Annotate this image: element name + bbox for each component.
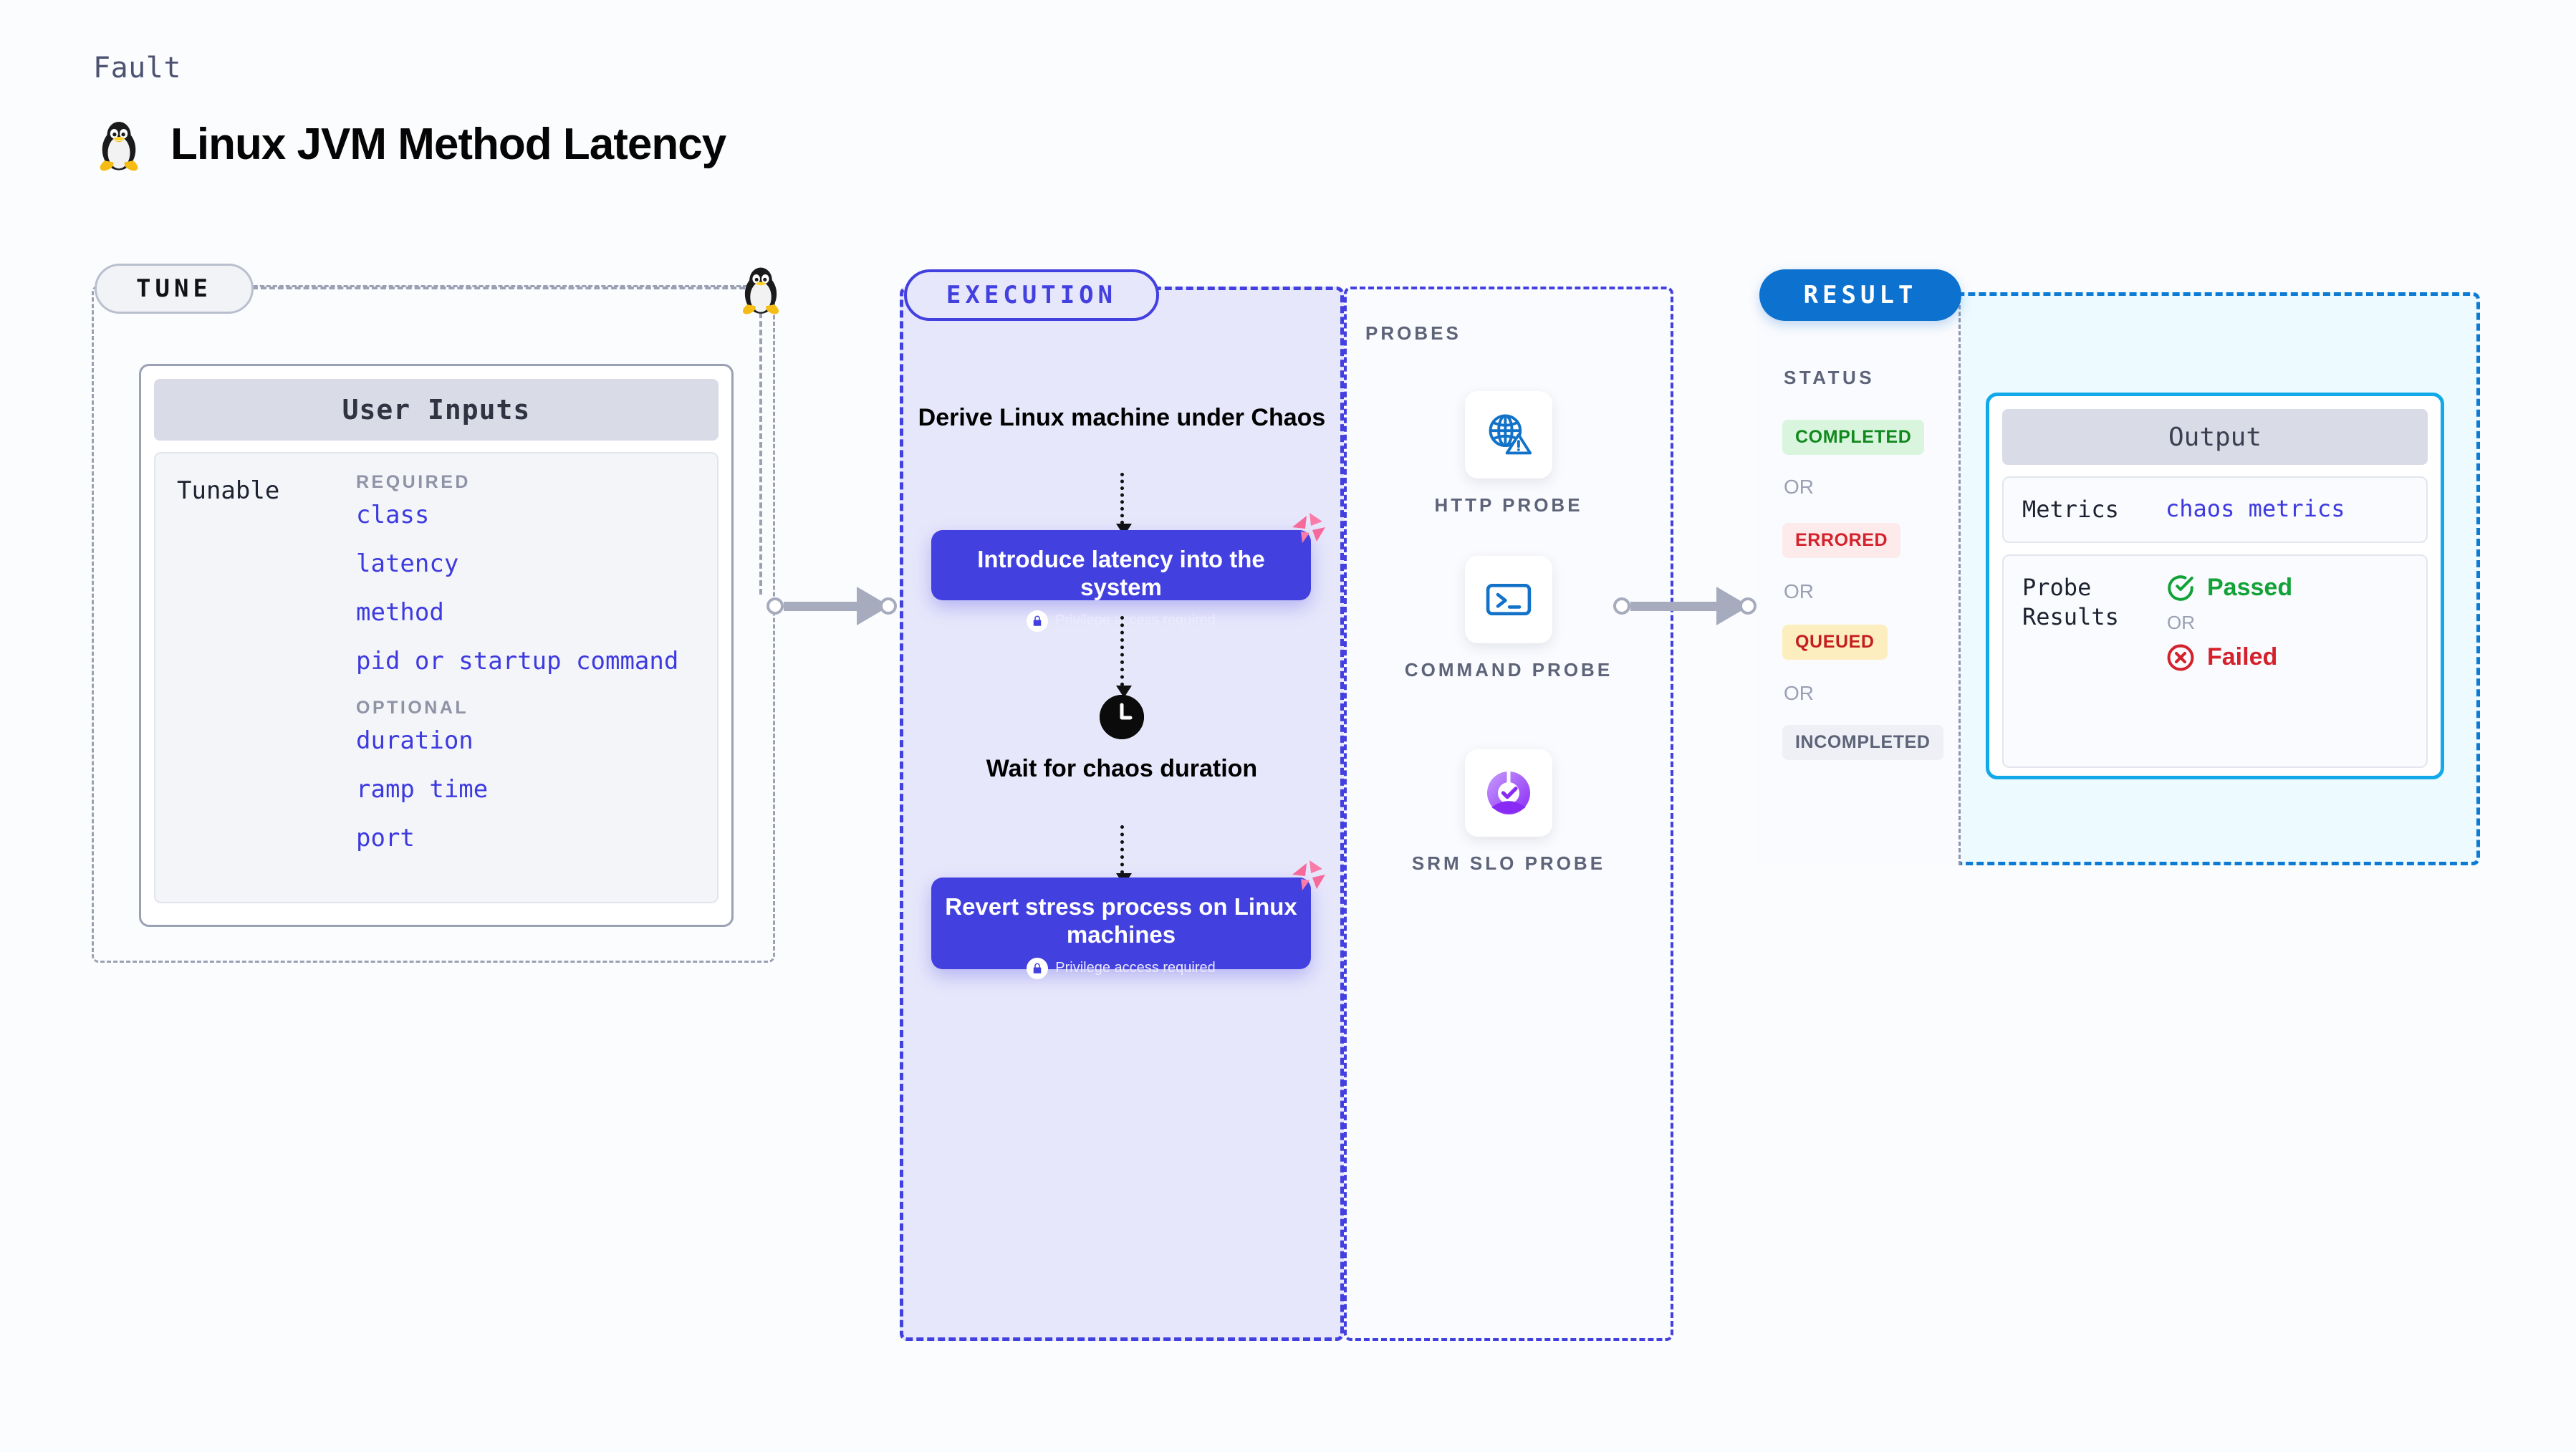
terminal-prompt-icon (1465, 556, 1552, 643)
param-class[interactable]: class (356, 501, 430, 529)
tune-pill[interactable]: TUNE (95, 264, 254, 314)
arrow-intro-to-step1 (1116, 473, 1132, 536)
status-section-label: STATUS (1784, 367, 1875, 388)
output-probe-results-key: Probe Results (2022, 573, 2119, 630)
tunable-body: Tunable REQUIRED class latency method pi… (154, 452, 719, 903)
result-pill[interactable]: RESULT (1759, 269, 1961, 321)
probe-srm-slo-label: SRM SLO PROBE (1411, 852, 1606, 874)
check-circle-icon (2168, 575, 2193, 601)
execution-pill[interactable]: EXECUTION (904, 269, 1159, 321)
probe-result-passed: Passed (2166, 573, 2292, 603)
tux-penguin-icon (742, 267, 779, 314)
lock-icon (1027, 610, 1049, 632)
param-method[interactable]: method (356, 598, 444, 627)
tune-connector-horizontal (252, 287, 754, 289)
execution-panel (900, 287, 1344, 1341)
step-introduce-latency-privilege: Privilege access required (944, 610, 1298, 632)
wait-for-chaos-label: Wait for chaos duration (986, 755, 1258, 782)
probe-command-label: COMMAND PROBE (1404, 659, 1613, 681)
step-introduce-latency-title: Introduce latency into the system (977, 546, 1265, 600)
param-duration[interactable]: duration (356, 726, 474, 755)
connector-bar (1630, 601, 1718, 611)
step-introduce-latency[interactable]: Introduce latency into the system Privil… (931, 513, 1325, 632)
x-circle-icon (2167, 644, 2194, 671)
probe-result-passed-label: Passed (2207, 574, 2293, 602)
page-title-text: Linux JVM Method Latency (170, 119, 726, 169)
status-badge-queued: QUEUED (1782, 625, 1888, 660)
probe-srm-slo[interactable]: SRM SLO PROBE (1344, 749, 1673, 876)
step-revert-stress-privilege: Privilege access required (944, 957, 1298, 979)
arrow-wait-to-step2 (1116, 825, 1132, 885)
connector-start-dot (766, 597, 784, 615)
param-ramp-time[interactable]: ramp time (356, 775, 489, 804)
step-revert-stress-title: Revert stress process on Linux machines (945, 893, 1297, 948)
connector-probes-to-result (1613, 587, 1771, 625)
execution-panel-border (900, 287, 1344, 1341)
required-group-label: REQUIRED (356, 472, 471, 492)
slo-gauge-check-icon (1465, 749, 1552, 837)
output-probe-results-row: Probe Results Passed OR Faile (2002, 554, 2428, 768)
clock-icon (1100, 695, 1144, 739)
probe-http-label: HTTP PROBE (1434, 494, 1583, 516)
step-revert-stress[interactable]: Revert stress process on Linux machines … (931, 860, 1325, 979)
tune-panel (92, 285, 775, 963)
connector-end-dot (880, 597, 897, 615)
param-port[interactable]: port (356, 824, 415, 852)
param-pid-or-startup-command[interactable]: pid or startup command (356, 647, 679, 675)
status-badge-completed: COMPLETED (1782, 420, 1925, 455)
user-inputs-card: User Inputs Tunable REQUIRED class laten… (139, 364, 734, 927)
status-or-2: OR (1784, 580, 1814, 602)
fault-kicker: Fault (93, 52, 181, 85)
output-metrics-key: Metrics (2022, 496, 2119, 523)
connector-bar (784, 601, 858, 611)
step-introduce-latency-privilege-text: Privilege access required (1055, 612, 1216, 629)
probe-command[interactable]: COMMAND PROBE (1344, 556, 1673, 683)
status-badge-errored: ERRORED (1782, 523, 1901, 558)
derive-machine-label: Derive Linux machine under Chaos (918, 404, 1326, 431)
arrow-step1-to-wait (1116, 616, 1132, 698)
step-revert-stress-privilege-text: Privilege access required (1055, 960, 1216, 976)
status-badge-incompleted: INCOMPLETED (1782, 725, 1943, 760)
result-status-column (1756, 292, 1961, 865)
execution-flow: Derive Linux machine under Chaos Introdu… (900, 287, 1344, 1341)
lock-icon (1027, 957, 1049, 979)
output-metrics-row: Metrics chaos metrics (2002, 476, 2428, 543)
status-or-1: OR (1784, 476, 1814, 498)
connector-end-dot (1739, 597, 1756, 615)
globe-warning-icon (1465, 391, 1552, 479)
output-card: Output Metrics chaos metrics Probe Resul… (1986, 393, 2444, 779)
status-or-3: OR (1784, 682, 1814, 704)
tune-connector-vertical (759, 287, 762, 595)
connector-tune-to-execution (766, 587, 907, 625)
output-title: Output (2002, 409, 2428, 465)
tunable-label: Tunable (177, 476, 280, 505)
user-inputs-title: User Inputs (154, 379, 719, 441)
litmus-chaos-badge-icon (1292, 513, 1325, 543)
tux-penguin-icon (100, 121, 138, 171)
optional-group-label: OPTIONAL (356, 698, 469, 718)
probe-http[interactable]: HTTP PROBE (1344, 391, 1673, 518)
probe-result-or: OR (2167, 611, 2195, 633)
page-title: Linux JVM Method Latency (93, 115, 726, 173)
probe-result-failed: Failed (2166, 643, 2292, 673)
probe-result-failed-label: Failed (2207, 643, 2278, 671)
litmus-chaos-badge-icon (1292, 860, 1325, 890)
tune-panel-border (92, 285, 775, 963)
tunable-params: REQUIRED class latency method pid or sta… (356, 472, 696, 850)
connector-start-dot (1613, 597, 1630, 615)
param-latency[interactable]: latency (356, 549, 459, 578)
output-metrics-value[interactable]: chaos metrics (2166, 495, 2345, 522)
tune-tux-node (736, 261, 786, 317)
probes-section-label: PROBES (1365, 322, 1461, 344)
probe-results-values: Passed OR Failed (2166, 573, 2292, 673)
